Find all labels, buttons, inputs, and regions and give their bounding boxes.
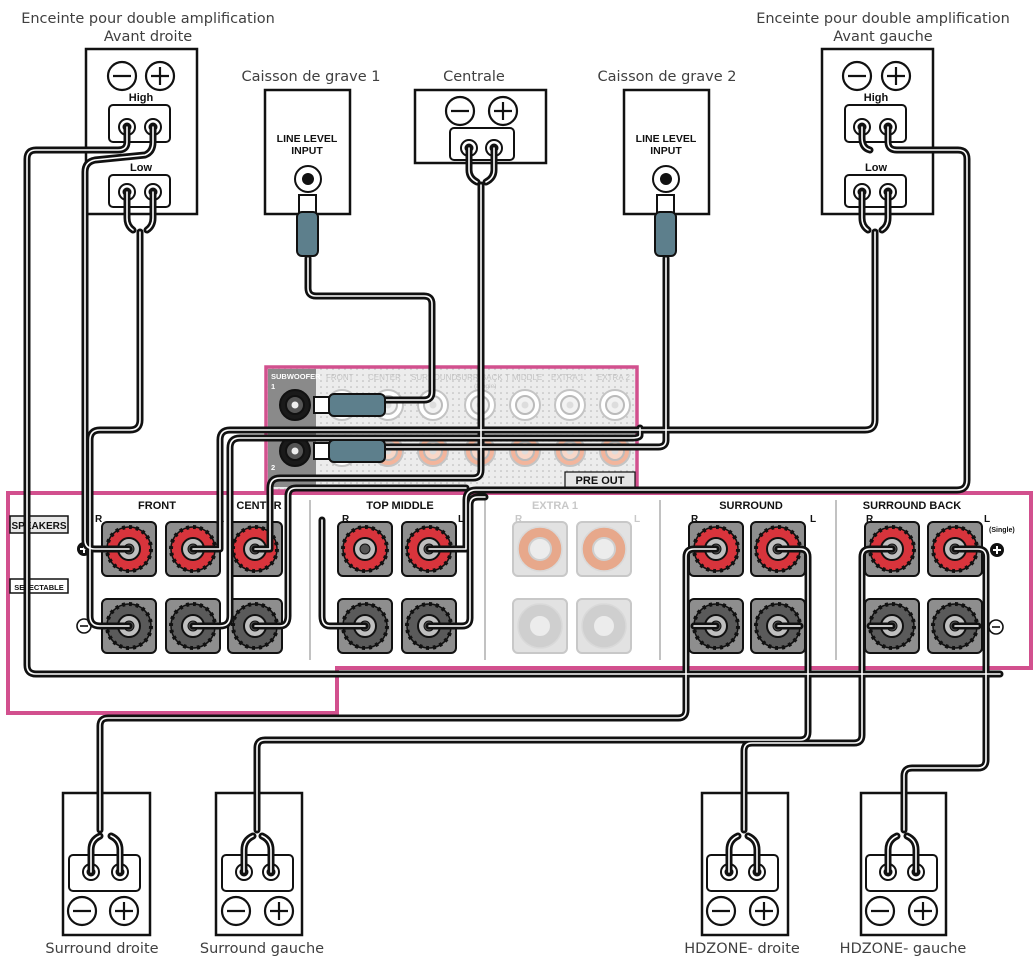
- preout-topmiddle-label: T MIDDLE: [505, 373, 542, 382]
- panel-speakers-label: SPEAKERS: [11, 521, 66, 532]
- cable-strand: [192, 427, 641, 627]
- panel-front-r: R: [95, 514, 103, 525]
- cable-strand: [321, 519, 366, 627]
- cable-strand: [887, 835, 917, 873]
- panel-plus-icon-right: [990, 543, 1004, 557]
- preout-sub1-number: 1: [271, 382, 275, 391]
- cable-strand: [728, 835, 758, 873]
- panel-extra1-r: R: [515, 514, 523, 525]
- panel-front-label: FRONT: [138, 500, 176, 512]
- panel-center-label: CENTER: [236, 500, 281, 512]
- panel-extra1-label: EXTRA 1: [532, 500, 578, 512]
- front-left-low-label: Low: [865, 162, 887, 174]
- extra1-l-minus-terminal: [576, 598, 632, 654]
- sub1-label: Caisson de grave 1: [242, 69, 381, 85]
- cable-strand: [126, 191, 134, 231]
- surround-right-label: Surround droite: [45, 941, 158, 957]
- hdzone-left-label: HDZONE- gauche: [840, 941, 967, 957]
- cable-strand: [468, 147, 478, 183]
- panel-surroundback-label: SURROUND BACK: [863, 500, 961, 512]
- preout-extra2-label: EXTRA 2: [597, 373, 630, 382]
- front-right-high-label: High: [129, 92, 154, 104]
- sub2-line-level: LINE LEVEL: [636, 133, 697, 145]
- cable-strand: [146, 191, 154, 231]
- center-label: Centrale: [443, 69, 505, 85]
- preout-sub2-plug: [313, 439, 386, 463]
- extra1-l-plus-terminal: [576, 521, 632, 577]
- cable-strand: [743, 548, 893, 831]
- cable-strand: [254, 184, 482, 550]
- front-left-label-line2: Avant gauche: [833, 29, 932, 45]
- preout-center-label: CENTER: [368, 373, 401, 382]
- cable-strand: [99, 548, 717, 831]
- cable-strand: [254, 487, 467, 627]
- subwoofer-1-speaker: [263, 88, 352, 216]
- panel-surround-r: R: [691, 514, 699, 525]
- cable-strand: [26, 126, 1001, 675]
- cable-strand: [485, 147, 495, 183]
- preout-subwoofer-label: SUBWOOFER: [271, 372, 321, 381]
- speaker-cables: [23, 123, 1004, 876]
- topmiddle-r-plus-terminal: [336, 520, 394, 578]
- panel-extra1-l: L: [634, 514, 640, 525]
- cable-strand: [861, 126, 871, 151]
- sub1-line-level: LINE LEVEL: [277, 133, 338, 145]
- front-right-low-label: Low: [130, 162, 152, 174]
- panel-surround-l: L: [810, 514, 816, 525]
- cable-strand: [192, 231, 876, 550]
- front-right-label-line1: Enceinte pour double amplification: [21, 11, 275, 27]
- cable-strand: [243, 835, 272, 873]
- sub1-input: INPUT: [291, 145, 323, 157]
- preout-extra1-label: EXTRA 1: [551, 373, 584, 382]
- cable-strand: [428, 126, 968, 550]
- preout-single-label: (Single): [474, 383, 496, 390]
- panel-surround-label: SURROUND: [719, 500, 783, 512]
- cable-strand: [903, 548, 987, 831]
- cable-strand: [881, 191, 889, 231]
- cable-strand: [307, 257, 433, 401]
- preout-front-label: FRONT: [326, 373, 354, 382]
- preout-sub1-plug: [313, 393, 386, 417]
- panel-tm-r: R: [342, 514, 350, 525]
- front-right-label-line2: Avant droite: [104, 29, 192, 45]
- preout-title: PRE OUT: [576, 475, 625, 487]
- panel-topmiddle-label: TOP MIDDLE: [366, 500, 433, 512]
- preout-sub1-jack: [279, 389, 311, 421]
- cable-strand: [861, 191, 869, 231]
- sub2-input: INPUT: [650, 145, 682, 157]
- panel-sb-r: R: [866, 514, 874, 525]
- extra1-r-minus-terminal: [512, 598, 568, 654]
- panel-sb-l: L: [984, 514, 990, 525]
- sub1-rca-plug: [296, 194, 319, 257]
- preout-sub2-number: 2: [271, 463, 275, 472]
- panel-minus-icon-right: [988, 619, 1004, 635]
- cable-strand: [90, 835, 121, 873]
- cable-strand: [84, 126, 154, 550]
- sub2-rca-plug: [654, 194, 677, 257]
- surround-left-speaker: [214, 791, 304, 937]
- receiver-panel-outline: [6, 491, 1033, 715]
- panel-tm-l: L: [458, 514, 464, 525]
- extra1-r-plus-terminal: [512, 521, 568, 577]
- front-left-high-label: High: [864, 92, 889, 104]
- cable-strand: [428, 496, 486, 627]
- cable-strand: [384, 257, 667, 448]
- front-left-label-line1: Enceinte pour double amplification: [756, 11, 1010, 27]
- panel-selectable-label: SELECTABLE: [14, 583, 63, 592]
- cable-strand: [256, 548, 809, 831]
- surround-right-speaker: [61, 791, 152, 937]
- surround-left-label: Surround gauche: [200, 941, 324, 957]
- hdzone-right-label: HDZONE- droite: [684, 941, 800, 957]
- cable-strand: [89, 231, 141, 627]
- panel-sb-single: (Single): [989, 527, 1015, 534]
- sub2-label: Caisson de grave 2: [598, 69, 737, 85]
